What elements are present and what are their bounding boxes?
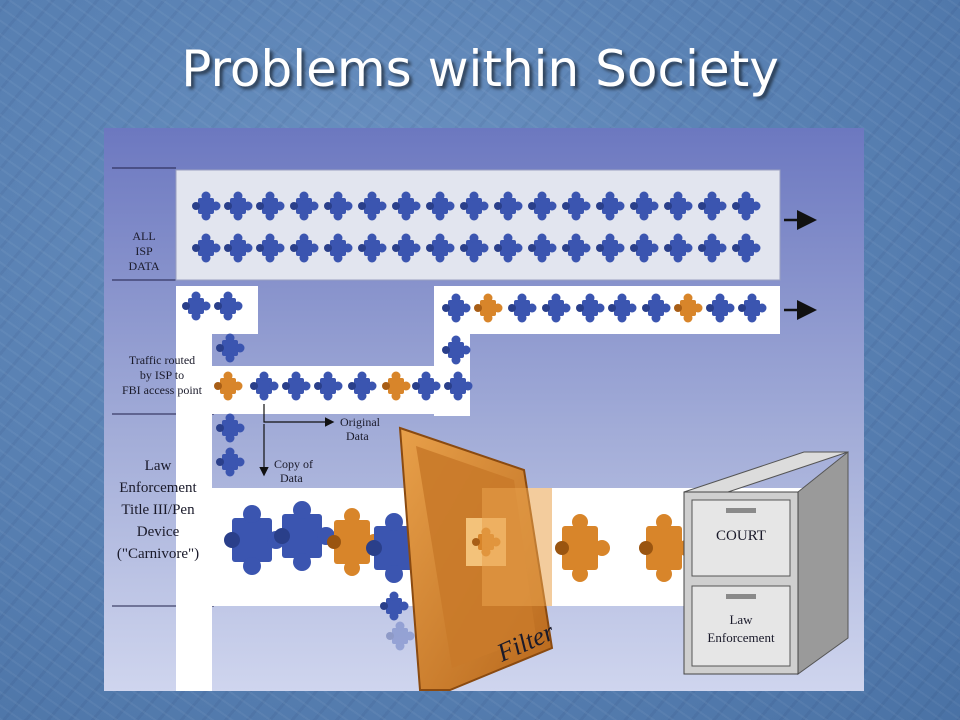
all-isp-data-channel	[175, 169, 781, 281]
svg-text:Enforcement: Enforcement	[119, 480, 197, 496]
svg-text:("Carnivore"): ("Carnivore")	[117, 546, 199, 562]
svg-text:ALL: ALL	[132, 229, 155, 243]
label-traffic-routed: Traffic routed by ISP to FBI access poin…	[122, 353, 203, 397]
svg-text:Data: Data	[280, 471, 303, 485]
svg-text:Copy of: Copy of	[274, 457, 313, 471]
svg-text:Traffic routed: Traffic routed	[129, 353, 195, 367]
carnivore-diagram: ALL ISP DATA Traffic routed by ISP to FB…	[104, 128, 864, 691]
svg-text:Original: Original	[340, 415, 381, 429]
slide-title: Problems within Society	[181, 40, 779, 98]
label-all-isp-data: ALL ISP DATA	[128, 229, 159, 273]
cabinet-enforcement-label: Enforcement	[707, 630, 775, 645]
svg-text:Device: Device	[137, 524, 180, 540]
label-law-enforcement-device: Law Enforcement Title III/Pen Device ("C…	[117, 458, 199, 562]
svg-text:Title III/Pen: Title III/Pen	[121, 502, 195, 518]
svg-text:ISP: ISP	[135, 244, 153, 258]
label-original-data: Original Data	[263, 404, 381, 443]
cabinet-law-label: Law	[729, 612, 753, 627]
cabinet-court-label: COURT	[716, 528, 766, 544]
svg-text:by ISP to: by ISP to	[140, 368, 184, 382]
svg-text:DATA: DATA	[128, 259, 159, 273]
svg-text:FBI access point: FBI access point	[122, 383, 203, 397]
svg-text:Law: Law	[145, 458, 172, 474]
file-cabinet-icon: COURT Law Enforcement	[683, 450, 849, 675]
svg-text:Data: Data	[346, 429, 369, 443]
label-copy-of-data: Copy of Data	[259, 424, 313, 485]
